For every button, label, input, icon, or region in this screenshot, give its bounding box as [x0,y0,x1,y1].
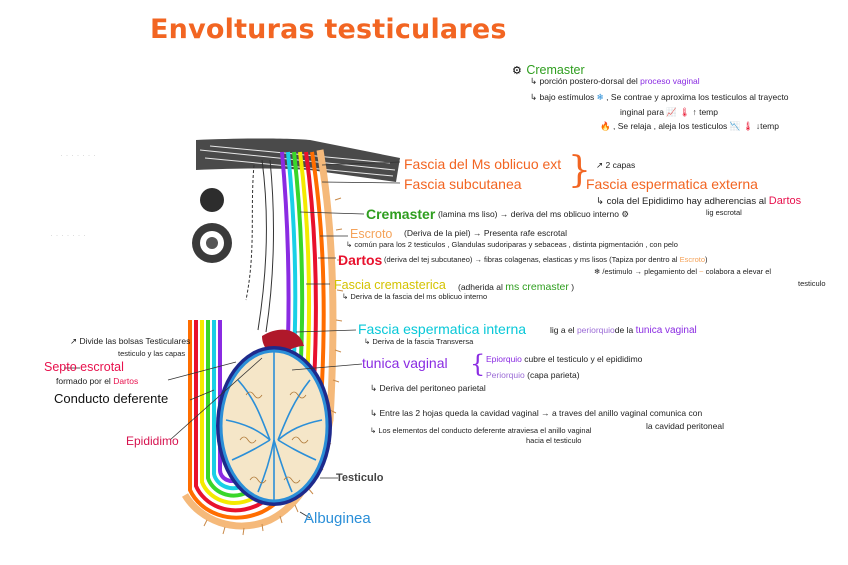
lig-escrotal-note: lig escrotal [706,208,742,217]
fascia-oblicuo-label: Fascia del Ms oblicuo ext [404,156,562,172]
cavidad-note2: la cavidad peritoneal [646,421,724,431]
cremaster-box: ⚙ Cremaster [512,61,585,79]
gear-icon: ⚙ [512,65,522,77]
tunica-vaginal-label: tunica vaginal [362,355,448,371]
fascia-subcutanea-label: Fascia subcutanea [404,176,522,192]
cremaster-line4: 🔥 , Se relaja , aleja los testiculos 📉 🌡… [600,121,779,131]
cremaster-line1: ↳ porción postero-dorsal del proceso vag… [530,76,700,86]
divide-note: ↗ Divide las bolsas Testiculares [70,336,191,346]
dartos-label: Dartos [338,252,383,268]
cavidad-note: ↳ Entre las 2 hojas queda la cavidad vag… [370,408,703,418]
escroto-desc2: ↳ común para los 2 testiculos , Glandula… [346,240,678,249]
tunica-brace: { [470,350,486,378]
cremaster-line2: ↳ bajo estímulos ❄ , Se contrae y aproxi… [530,92,789,102]
snowflake-icon: ❄ [596,92,604,102]
testiculo-label: Testiculo [336,472,384,484]
cremaster-desc: (lamina ms liso) → deriva del ms oblicuo… [438,209,629,219]
trend-up-icon: 📈 [666,107,677,117]
epididimo-label: Epididimo [126,434,179,448]
thermometer-icon: 🌡 [742,121,754,131]
cremaster-box-heading: Cremaster [526,63,585,77]
fascia-interna-sub: ↳ Deriva de la fascia Transversa [364,337,474,346]
escroto-label: Escroto [350,227,393,241]
albuginea-label: Albuginea [304,510,371,527]
elementos-note: ↳ Los elementos del conducto deferente a… [370,426,592,435]
snowflake-icon: ❄ [594,267,601,276]
epiorquio-row: Epiorquio cubre el testiculo y el epidid… [486,354,643,364]
fascia-interna-desc: lig a el periorquiode la tunica vaginal [550,325,697,336]
elementos-note2: hacia el testiculo [526,436,582,445]
cremaster-label: Cremaster [366,206,436,222]
spermatic-cord [196,138,400,182]
dartos-desc2: ❄ /estimulo → plegamiento del ~ colabora… [594,267,772,276]
fascia-espermatica-interna-label: Fascia espermatica interna [358,321,527,337]
dartos-testiculo: testiculo [798,279,826,288]
capas-label: ↗ 2 capas [596,160,636,170]
pointer-lines [64,161,401,519]
brace: } [568,150,591,191]
fascia-cremasterica-sub: ↳ Deriva de la fascia del ms oblicuo int… [342,292,488,301]
fascia-espermatica-externa-label: Fascia espermatica externa [586,176,758,192]
divide-note2: testiculo y las capas [118,349,186,358]
gear-icon: ⚙ [621,209,629,219]
cola-epididimo-note: ↳ cola del Epididimo hay adherencias al … [596,195,802,207]
seminiferous-tubules [239,391,309,484]
dartos-desc: (deriva del tej subcutaneo) → fibras col… [384,255,708,264]
fascia-cremasterica-label: Fascia cremasterica [334,278,446,292]
conducto-deferente-label: Conducto deferente [54,391,169,406]
periorquio-row: Periorquio (capa parieta) [486,370,580,380]
septo-escrotal-label: Septo escrotal [44,360,124,374]
cord-vessels [245,159,274,333]
escroto-small-icon: ~ [699,267,704,276]
cremaster-line3: inginal para 📈 🌡 ↑ temp [620,107,718,117]
escroto-desc: (Deriva de la piel) → Presenta rafe escr… [404,228,567,238]
fire-icon: 🔥 [600,121,611,131]
formado-note: formado por el Dartos [56,376,139,386]
testis-septa [225,352,323,500]
thermometer-icon: 🌡 [679,107,691,117]
tunica-sub: ↳ Deriva del peritoneo parietal [370,383,486,393]
trend-down-icon: 📉 [729,121,741,131]
page-title: Envolturas testiculares [150,14,507,45]
conducto-deferente-section [192,188,232,263]
fascia-cremasterica-desc: (adherida al ms cremaster ) [458,281,575,293]
